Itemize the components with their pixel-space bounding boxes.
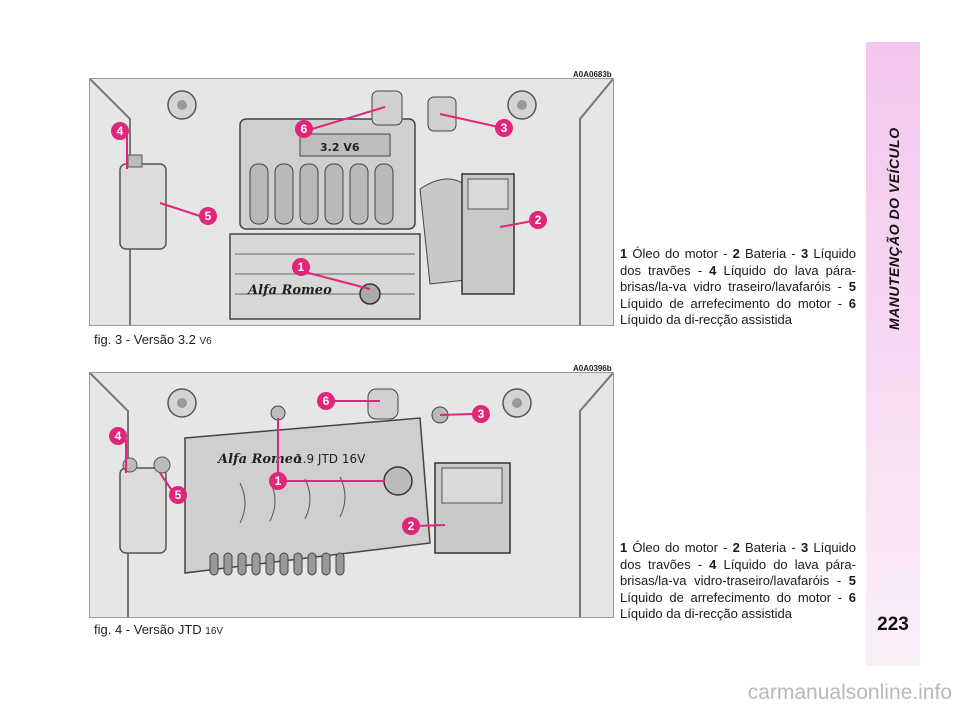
legend-num: 5: [848, 279, 856, 294]
svg-text:4: 4: [117, 124, 124, 138]
figure-3-caption-small: V6: [199, 336, 212, 347]
svg-text:2: 2: [535, 213, 542, 227]
page-number: 223: [877, 614, 909, 635]
callout-5-v6: [199, 207, 217, 225]
engine-label-jtd: 1.9 JTD 16V: [295, 452, 366, 466]
legend-text: Óleo do motor -: [627, 540, 733, 555]
legend-text: Líquido dos travões -: [620, 540, 857, 572]
svg-text:3: 3: [478, 407, 485, 421]
callout-2-jtd: [402, 517, 420, 535]
svg-text:2: 2: [408, 519, 415, 533]
callout-3-v6: [495, 119, 513, 137]
legend-num: 2: [732, 540, 740, 555]
svg-text:6: 6: [301, 122, 308, 136]
legend-num: 3: [800, 540, 809, 555]
legend-text: Líquido da di-recção assistida: [620, 606, 792, 621]
legend-num: 6: [848, 295, 856, 311]
legend-text: Líquido de arrefecimento do motor -: [620, 295, 849, 311]
callout-6-jtd: [317, 392, 335, 410]
svg-text:1: 1: [275, 474, 282, 488]
callout-1-jtd: [269, 472, 287, 490]
figure-4-engine-illustration: Alfa Romeo 1.9 JTD 16V: [89, 372, 614, 618]
engine-bay-drawing-jtd: Alfa Romeo 1.9 JTD 16V: [90, 373, 613, 617]
svg-text:1: 1: [298, 260, 305, 274]
legend-text: Líquido do lava pára-brisas/la-va vidro-…: [620, 556, 856, 589]
legend-num: 3: [800, 246, 809, 261]
callout-3-jtd: [472, 405, 490, 423]
engine-bay-drawing-v6: 3.2 V6 Alfa Romeo: [90, 79, 613, 325]
alfa-romeo-logo-jtd: Alfa Romeo: [216, 452, 302, 467]
legend-text: Óleo do motor -: [627, 246, 733, 261]
section-title: MANUTENÇÃO DO VEÍCULO: [885, 127, 902, 330]
legend-text: Líquido de arrefecimento do motor -: [620, 589, 849, 605]
legend-text: Líquido dos travões -: [620, 246, 857, 278]
legend-num: 1: [620, 246, 628, 261]
figure-4-caption-main: fig. 4 - Versão JTD: [94, 622, 206, 637]
figure-3-image-code: A0A0683b: [573, 70, 612, 79]
engine-label-v6: 3.2 V6: [320, 141, 360, 154]
figure-4-caption: fig. 4 - Versão JTD 16V: [94, 622, 223, 637]
legend-num: 4: [709, 262, 717, 278]
legend-num: 4: [709, 556, 717, 572]
section-sidebar: MANUTENÇÃO DO VEÍCULO: [866, 42, 920, 666]
legend-num: 5: [848, 573, 856, 588]
svg-text:3: 3: [501, 121, 508, 135]
legend-text: Líquido da di-recção assistida: [620, 312, 792, 327]
callout-4-jtd: [109, 427, 127, 445]
legend-text: Bateria -: [739, 246, 801, 261]
legend-num: 2: [732, 246, 740, 261]
callout-6-v6: [295, 120, 313, 138]
svg-text:5: 5: [205, 209, 212, 223]
callout-5-jtd: [169, 486, 187, 504]
legend-num: 1: [620, 540, 628, 555]
watermark[interactable]: carmanualsonline.info: [747, 681, 952, 704]
svg-text:6: 6: [323, 394, 330, 408]
callout-4-v6: [111, 122, 129, 140]
section-title-vertical: MANUTENÇÃO DO VEÍCULO: [885, 127, 902, 330]
svg-text:5: 5: [175, 488, 182, 502]
callout-2-v6: [529, 211, 547, 229]
svg-text:4: 4: [115, 429, 122, 443]
figure-3-caption: fig. 3 - Versão 3.2 V6: [94, 332, 212, 347]
figure-4-image-code: A0A0396b: [573, 364, 612, 373]
figure-3-engine-illustration: 3.2 V6 Alfa Romeo: [89, 78, 614, 326]
legend-figure-4: 1 Óleo do motor - 2 Bateria - 3 Líquido …: [620, 540, 856, 623]
legend-text: Líquido do lava pára-brisas/la-va vidro …: [620, 262, 856, 295]
figure-4-caption-small: 16V: [205, 626, 224, 637]
figure-3-caption-main: fig. 3 - Versão 3.2: [94, 332, 200, 347]
legend-figure-3: 1 Óleo do motor - 2 Bateria - 3 Líquido …: [620, 246, 856, 329]
legend-num: 6: [848, 589, 856, 605]
alfa-romeo-logo-v6: Alfa Romeo: [246, 283, 332, 298]
callout-1-v6: [292, 258, 310, 276]
legend-text: Bateria -: [739, 540, 801, 555]
